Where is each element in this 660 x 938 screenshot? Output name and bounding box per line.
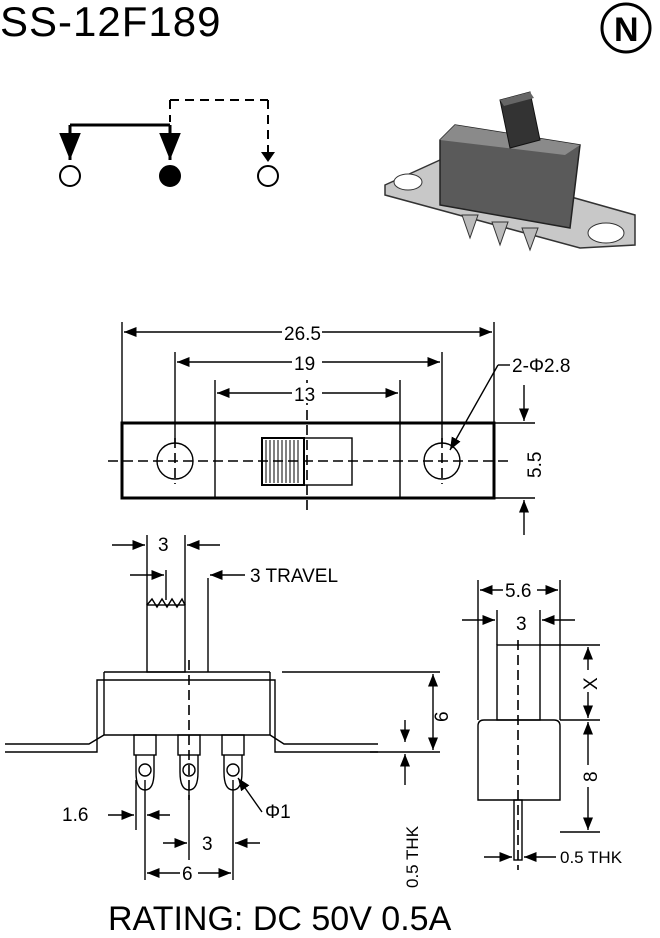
part-number-title: SS-12F189	[0, 0, 221, 45]
top-view-drawing: 26.5 19 13 2-Φ2.8 5.5	[108, 322, 570, 535]
dim-pin-span: 6	[182, 864, 193, 885]
dim-actuator-width: 3	[158, 535, 169, 556]
switch-photo	[384, 91, 636, 252]
dim-hole-callout: 2-Φ2.8	[512, 356, 570, 377]
dim-plate-thickness: 0.5 THK	[403, 825, 422, 888]
dim-pin-diameter: Φ1	[265, 802, 291, 823]
side-view-drawing: 5.6 3 X 8 0.5 THK	[462, 580, 623, 870]
dim-body-height: 6	[432, 711, 453, 722]
dim-pin-offset: 1.6	[62, 805, 88, 826]
front-view-drawing: 3 3 TRAVEL 6 0.5 THK 1.6 3 6 Φ1	[5, 535, 453, 888]
dim-body-length: 13	[294, 385, 315, 406]
dim-side-body-width: 5.6	[505, 581, 531, 602]
dim-travel: 3 TRAVEL	[250, 566, 338, 587]
dim-side-actuator-width: 3	[516, 614, 527, 635]
dim-side-actuator-height: X	[581, 677, 602, 690]
dim-pin-pitch: 3	[202, 834, 213, 855]
logo-letter: N	[614, 11, 639, 49]
dim-side-plate-thickness: 0.5 THK	[560, 848, 623, 867]
rating-text: RATING: DC 50V 0.5A	[108, 900, 452, 938]
dim-overall-length: 26.5	[284, 324, 321, 345]
dim-side-body-height: 8	[581, 771, 602, 782]
dim-hole-pitch: 19	[294, 354, 315, 375]
manufacturer-logo: N	[600, 2, 652, 54]
dim-width: 5.5	[525, 452, 546, 478]
switch-schematic	[59, 99, 279, 187]
